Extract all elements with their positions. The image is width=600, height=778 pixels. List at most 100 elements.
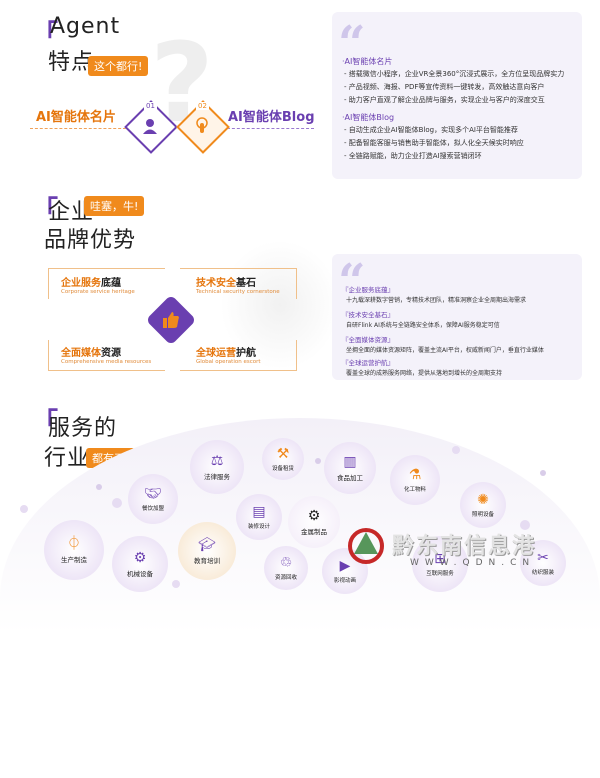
section1-title-line2: 特点 <box>48 50 95 75</box>
industry-label: 互联网服务 <box>426 571 454 577</box>
panel1-head1: ·AI智能体名片 <box>342 57 393 66</box>
brand-card-1-sub: Corporate service heritage <box>61 289 135 295</box>
recycle-icon: ♲ <box>279 555 293 571</box>
industry-label: 影视动画 <box>333 578 356 584</box>
industry-label: 设备租赁 <box>271 466 294 472</box>
panel1-head2: ·AI智能体Blog <box>342 113 395 122</box>
decor-dot <box>20 505 28 513</box>
section2-title-line2: 品牌优势 <box>44 228 137 253</box>
panel2-head: 『技术安全基石』 <box>342 311 394 319</box>
panel2-head: 『全球运营护航』 <box>342 359 394 367</box>
brand-card-4-sub: Global operation escort <box>196 359 261 365</box>
factory-icon: ▥ <box>343 454 357 470</box>
decor-dot <box>172 580 180 588</box>
watermark-logo-icon <box>344 524 388 568</box>
touch-icon <box>190 114 214 138</box>
industry-label: 金属制品 <box>301 528 327 536</box>
lightbulb-icon: ✺ <box>477 492 489 508</box>
id-card-icon <box>138 114 162 138</box>
watermark-text: 黔东南信息港 <box>392 533 537 559</box>
gear-icon: ⚙ <box>307 508 321 524</box>
brand-card-2-title-a: 技术安全 <box>196 278 236 289</box>
industry-manufacturing: ⏀ 生产制造 <box>44 520 104 580</box>
card-label-left: AI智能体名片 <box>36 110 116 125</box>
panel1-line: - 助力客户直观了解企业品牌与服务，实现企业与客户的深度交互 <box>344 96 545 104</box>
industry-label: 机械设备 <box>127 570 153 578</box>
section3-title-line2: 行业 <box>44 446 91 471</box>
industry-education: 🎓︎ 教育培训 <box>178 522 236 580</box>
panel1-line: - 自动生成企业AI智能体Blog，实现多个AI平台智能推荐 <box>344 126 518 134</box>
industry-lighting: ✺ 照明设备 <box>460 482 506 528</box>
section2-tag: 哇塞，牛! <box>84 196 145 216</box>
industry-decoration: ▤ 装修设计 <box>236 494 282 540</box>
panel1-line: - 配备智能客服与销售助手智能体，拟人化全天候实时响应 <box>344 139 524 147</box>
film-icon: ▶ <box>339 558 351 574</box>
brand-card-4-title-a: 全球运营 <box>196 348 236 359</box>
industry-textile: ✂ 纺织服装 <box>520 540 566 586</box>
decor-dot <box>315 458 321 464</box>
feature-description-panel: “ ·AI智能体名片 - 搭载微信小程序，企业VR全景360°沉浸式展示，全方位… <box>332 12 582 179</box>
brand-card-4-title-b: 护航 <box>236 348 256 359</box>
industry-label: 教育培训 <box>194 557 220 565</box>
panel1-line: - 搭载微信小程序，企业VR全景360°沉浸式展示，全方位呈现品牌实力 <box>344 70 565 78</box>
paint-roller-icon: ▤ <box>252 504 266 520</box>
industry-label: 生产制造 <box>61 556 87 564</box>
brand-card-4: 全球运营护航 Global operation escort <box>180 340 297 371</box>
brand-card-1-title-b: 底蕴 <box>101 278 121 289</box>
joystick-icon: ⏀ <box>67 536 81 552</box>
industry-label: 照明设备 <box>471 512 494 518</box>
dome-background <box>0 418 600 778</box>
industry-label: 纺织服装 <box>531 570 554 576</box>
panel2-line: 十九载深耕数字营销，专精技术团队，精准洞察企业全周期出海需求 <box>346 297 527 304</box>
brand-card-1: 企业服务底蕴 Corporate service heritage <box>48 268 165 299</box>
industry-food: ▥ 食品加工 <box>324 442 376 494</box>
panel2-line: 自研Flink AI系统与全链路安全体系，保障AI服务稳定可信 <box>346 322 500 329</box>
card-label-right: AI智能体Blog <box>228 110 315 125</box>
flask-icon: ⚗ <box>408 467 422 483</box>
section1-tag: 这个都行! <box>88 56 149 76</box>
brand-card-3-title-a: 全面媒体 <box>61 348 101 359</box>
industry-machinery: ⚙ 机械设备 <box>112 536 168 592</box>
industry-legal: ⚖ 法律服务 <box>190 440 244 494</box>
brand-card-3-title-b: 资源 <box>101 348 121 359</box>
feature-card-1: 01 <box>124 100 178 154</box>
shirt-icon: ✂ <box>537 550 549 566</box>
feature-num-1: 01 <box>144 102 157 110</box>
brand-description-panel: “ 『企业服务底蕴』 十九载深耕数字营销，专精技术团队，精准洞察企业全周期出海需… <box>332 254 582 380</box>
decor-dot <box>540 470 546 476</box>
industry-label: 资源回收 <box>274 575 297 581</box>
industry-metal: ⚙ 金属制品 <box>288 496 340 548</box>
industry-label: 化工物料 <box>403 487 426 493</box>
feature-card-2: 02 <box>176 100 230 154</box>
brand-card-3: 全面媒体资源 Comprehensive media resources <box>48 340 165 371</box>
panel1-line: - 全链路赋能，助力企业打造AI搜索营销闭环 <box>344 152 482 160</box>
decor-dot <box>112 498 122 508</box>
industry-animation: ▶ 影视动画 <box>322 548 368 594</box>
section3-title-line1: 服务的 <box>48 416 118 441</box>
industry-equipment-rental: ⚒ 设备租赁 <box>262 438 304 480</box>
industry-internet: ⊞ 互联网服务 <box>412 536 468 592</box>
connector-line-left <box>30 128 126 129</box>
section2-bracket: 「 <box>32 196 59 226</box>
industry-label: 餐饮加盟 <box>141 506 164 512</box>
industry-label: 法律服务 <box>204 473 230 481</box>
brand-card-2-sub: Technical security cornerstone <box>196 289 280 295</box>
handshake-icon: 🤝︎ <box>144 486 162 502</box>
connector-line-right <box>222 128 314 129</box>
panel2-head: 『全面媒体资源』 <box>342 336 394 344</box>
quote-icon: “ <box>338 16 366 72</box>
industry-chemical: ⚗ 化工物料 <box>390 455 440 505</box>
teacher-icon: 🎓︎ <box>198 537 216 553</box>
decor-dot <box>96 484 102 490</box>
section3-bracket: 「 <box>32 408 59 438</box>
industry-recycling: ♲ 资源回收 <box>264 546 308 590</box>
brand-card-2-title-b: 基石 <box>236 278 256 289</box>
brand-card-2: 技术安全基石 Technical security cornerstone <box>180 268 297 299</box>
section1-bracket: 「 <box>32 20 59 50</box>
industry-label: 装修设计 <box>247 524 270 530</box>
scales-icon: ⚖ <box>210 453 224 469</box>
network-icon: ⊞ <box>434 551 446 567</box>
decor-dot <box>452 446 460 454</box>
panel1-line: - 产品视频、海报、PDF等宣传资料一键转发，高效触达意向客户 <box>344 83 545 91</box>
feature-num-2: 02 <box>196 102 209 110</box>
